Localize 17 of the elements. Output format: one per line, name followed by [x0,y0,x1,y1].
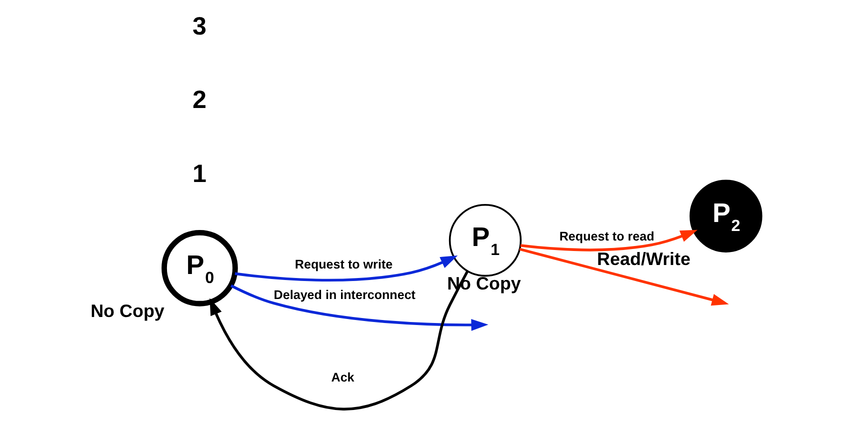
label: 2 [192,86,206,114]
node-circle: P$_{2}$ [689,180,762,252]
node-circle: P$_{0}$ [161,230,238,306]
edge-label: Delayed in interconnect [273,288,416,302]
arrow [520,230,698,252]
node-label: No Copy [90,301,164,322]
arrow [234,255,458,282]
edge-label: Request to write [294,257,392,272]
node-circle: P$_{1}$ [448,204,522,277]
arrow [230,284,488,331]
arrow [209,270,468,410]
node-label: Read/Write [596,249,690,270]
arrow [518,248,728,306]
label: 3 [192,12,206,41]
edge-label: Ack [330,370,354,384]
label: 1 [192,160,206,188]
edge-label: Request to read [558,230,654,244]
